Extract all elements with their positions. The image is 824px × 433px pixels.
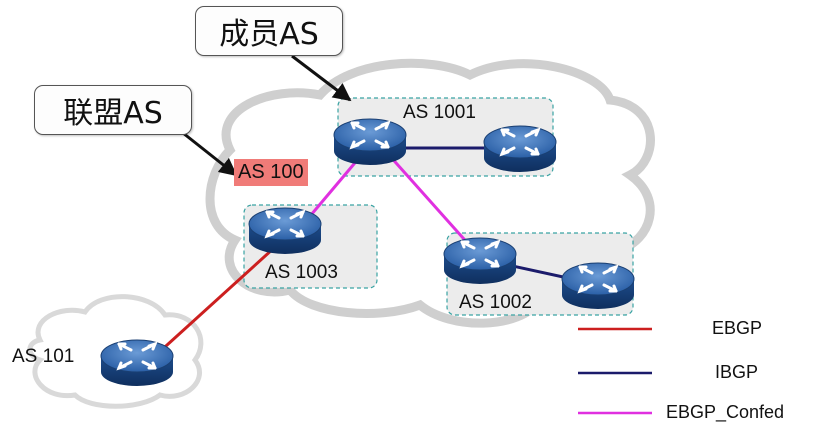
legend-ibgp-text: IBGP xyxy=(715,362,759,382)
callout-member-as: 成员AS xyxy=(195,6,343,56)
legend-ebgp-text: EBGP xyxy=(712,318,763,338)
router-icon xyxy=(482,124,558,174)
pointer-arrow xyxy=(291,54,352,102)
as100-label: AS 100 xyxy=(234,159,308,186)
router-icon xyxy=(247,206,323,256)
pointer-arrow xyxy=(182,131,238,177)
router-icon xyxy=(560,261,636,311)
link-ebgp xyxy=(143,236,287,367)
legend-ebgp-confed-text: EBGP_Confed xyxy=(666,402,785,422)
callout-confederation-as: 联盟AS xyxy=(34,85,192,135)
as101-label: AS 101 xyxy=(12,346,75,367)
callout-member-as-text: 成员AS xyxy=(219,17,319,52)
link-confed-1001-1002 xyxy=(378,144,482,258)
as1003-label: AS 1003 xyxy=(265,262,338,283)
as1002-label: AS 1002 xyxy=(459,292,532,313)
router-icon xyxy=(442,236,518,286)
router-icon xyxy=(99,338,175,388)
router-icon xyxy=(332,117,408,167)
as1001-label: AS 1001 xyxy=(403,102,476,123)
callout-confederation-as-text: 联盟AS xyxy=(63,96,163,131)
